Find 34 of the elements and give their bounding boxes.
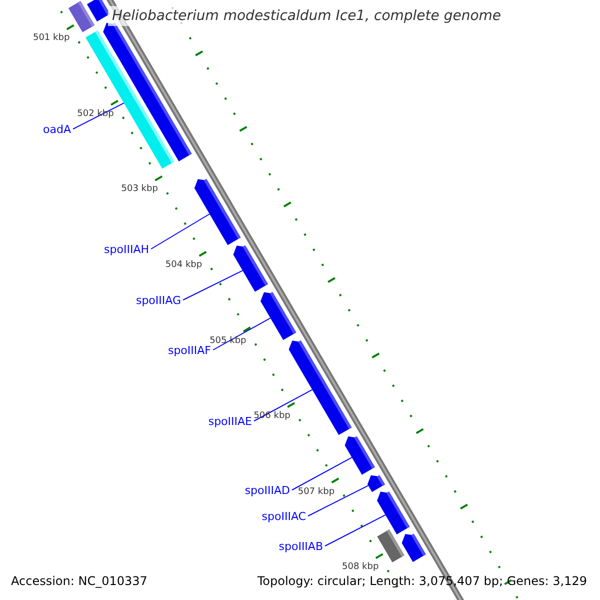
gene-block bbox=[288, 340, 352, 436]
scale-label: 507 kbp bbox=[298, 486, 335, 498]
leader-line bbox=[254, 389, 313, 422]
leader-line bbox=[308, 485, 369, 516]
leader-line bbox=[182, 270, 244, 300]
gene-block bbox=[367, 474, 385, 492]
scale-label: 505 kbp bbox=[210, 336, 246, 346]
gene-label: spoIIIAG bbox=[136, 294, 181, 307]
gene-block bbox=[260, 292, 296, 340]
gene-label: spoIIIAB bbox=[278, 540, 323, 553]
gene-label: oadA bbox=[43, 123, 71, 136]
gene-label: spoIIIAH bbox=[104, 243, 149, 256]
scale-label: 503 kbp bbox=[121, 184, 158, 196]
scale-label: 501 kbp bbox=[32, 33, 70, 44]
info-text: Accession: NC_010337 bbox=[10, 573, 148, 590]
gene-block bbox=[402, 534, 426, 562]
scale-label: 504 kbp bbox=[165, 260, 202, 271]
leader-line bbox=[292, 456, 352, 490]
gene-block bbox=[86, 0, 110, 22]
gene-label: spoIIIAD bbox=[244, 484, 290, 497]
leader-line bbox=[212, 318, 271, 350]
gene-label: spoIIIAF bbox=[168, 344, 211, 357]
gene-block bbox=[194, 178, 241, 246]
scale-label: 508 kbp bbox=[342, 562, 379, 574]
leader-line bbox=[150, 214, 210, 250]
gene-block bbox=[377, 491, 410, 534]
gene-label: spoIIIAE bbox=[208, 415, 252, 428]
gene-block bbox=[233, 245, 268, 292]
gene-label: spoIIIAC bbox=[262, 510, 306, 523]
gene-block bbox=[344, 436, 375, 475]
gene-block bbox=[377, 529, 404, 562]
info-text: Topology: circular; Length: 3,075,407 bp; Genes: 3,129 bbox=[256, 573, 588, 590]
leader-line bbox=[72, 102, 124, 130]
leader-line bbox=[324, 514, 386, 546]
